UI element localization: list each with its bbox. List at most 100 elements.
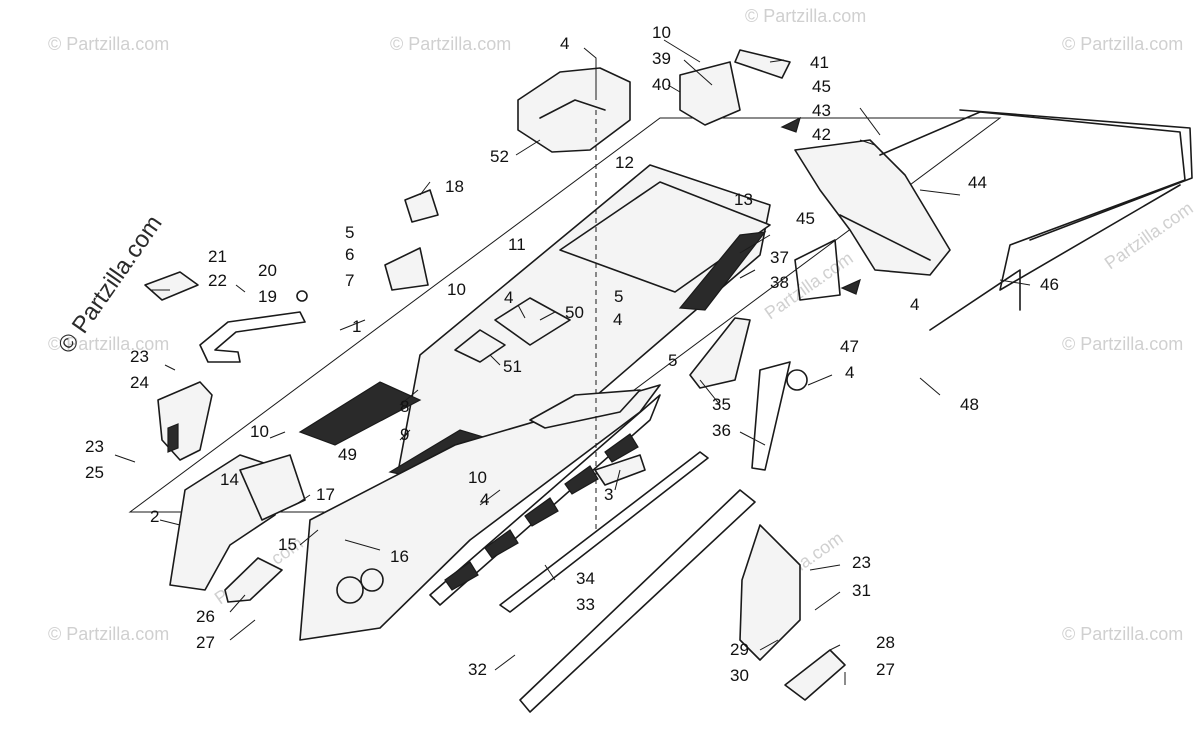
leader [859,107,881,136]
seat-52-detail [539,99,606,119]
leader [807,374,833,386]
leader [583,47,597,100]
callout-36: 36 [712,421,731,440]
leader [859,139,876,146]
callout-23-left: 23 [130,347,149,366]
watermark-bottom-left: © Partzilla.com [48,624,169,644]
leader [759,639,779,651]
rear-parts [794,109,1193,331]
leader [683,59,713,86]
washer-4 [786,369,808,391]
leader [344,539,381,551]
callout-40: 40 [652,75,671,94]
callout-47: 47 [840,337,859,356]
callout-14: 14 [220,470,239,489]
callout-44: 44 [968,173,987,192]
callout-17: 17 [316,485,335,504]
leader [294,494,311,506]
leader [663,39,701,63]
watermark-top-right-center: © Partzilla.com [745,6,866,26]
seat-52 [517,67,631,153]
shaft-38 [794,239,841,301]
leader [544,564,556,581]
callout-11: 11 [508,235,526,254]
cutout [524,497,559,527]
snow-flap-44-edge [839,214,931,261]
front-bulkhead [169,454,306,603]
watermark-top-right: © Partzilla.com [1062,34,1183,54]
leader [919,189,961,196]
callout-21: 21 [208,247,227,266]
rod-34 [499,451,709,613]
callout-28: 28 [876,633,895,652]
bar-19 [199,311,306,363]
callout-10-top: 10 [652,23,671,42]
callout-39: 39 [652,49,671,68]
callout-4-mid: 4 [613,310,622,329]
callout-12: 12 [615,153,634,172]
callout-51: 51 [503,357,522,376]
callout-3: 3 [604,485,613,504]
callout-16: 16 [390,547,409,566]
callout-27-left: 27 [196,633,215,652]
cutout [484,529,519,559]
rail-hole [360,568,384,592]
callout-5-left: 5 [345,223,354,242]
watermark-top-left: © Partzilla.com [48,34,169,54]
callout-24: 24 [130,373,149,392]
leader [159,519,181,526]
callout-10-left: 10 [250,422,269,441]
callout-42: 42 [812,125,831,144]
callout-22: 22 [208,271,227,290]
leader [739,234,771,254]
cutout [604,433,639,463]
leader [919,377,941,396]
callout-4-center: 4 [504,288,513,307]
nut-20 [296,290,308,302]
leader [164,364,176,371]
side-rail [299,384,661,641]
callout-5-center: 5 [614,287,623,306]
cutout [564,465,599,495]
callout-7: 7 [345,271,354,290]
right-parts [594,317,846,701]
callout-15: 15 [278,535,297,554]
callout-43: 43 [812,101,831,120]
callout-46: 46 [1040,275,1059,294]
running-board-cutouts [444,433,639,591]
callout-32: 32 [468,660,487,679]
leader [399,389,419,406]
callout-34: 34 [576,569,595,588]
tunnel-cutout-panel [559,181,771,293]
bumper-46-tube [959,109,1193,241]
callout-labels: 1 2 3 4 4 4 4 4 4 5 5 5 6 7 8 9 10 10 10… [85,23,1059,685]
leader [489,354,501,366]
leader [479,489,501,506]
left-parts [144,271,308,461]
leader [515,139,541,156]
cutout [444,561,479,591]
callout-4-right: 4 [845,363,854,382]
strap-36 [751,361,791,471]
leader [494,654,516,671]
leader-lines [114,39,1031,685]
callout-4-top: 4 [560,34,569,53]
callout-48: 48 [960,395,979,414]
callout-23-right: 23 [852,553,871,572]
callout-50: 50 [565,303,584,322]
rail-hole [336,576,364,604]
arrow-icon [780,116,801,133]
reflector-18 [404,189,439,223]
decal-37 [678,231,767,311]
callout-49: 49 [338,445,357,464]
callout-9: 9 [400,425,409,444]
watermark-diag-4: Partzilla.com [1101,198,1197,273]
callout-10-lower: 10 [468,468,487,487]
leader [814,591,841,611]
callout-6: 6 [345,245,354,264]
callout-4-rear: 4 [910,295,919,314]
watermark-bottom-right: © Partzilla.com [1062,624,1183,644]
callout-30: 30 [730,666,749,685]
watermark-left-mid: © Partzilla.com [48,334,169,354]
